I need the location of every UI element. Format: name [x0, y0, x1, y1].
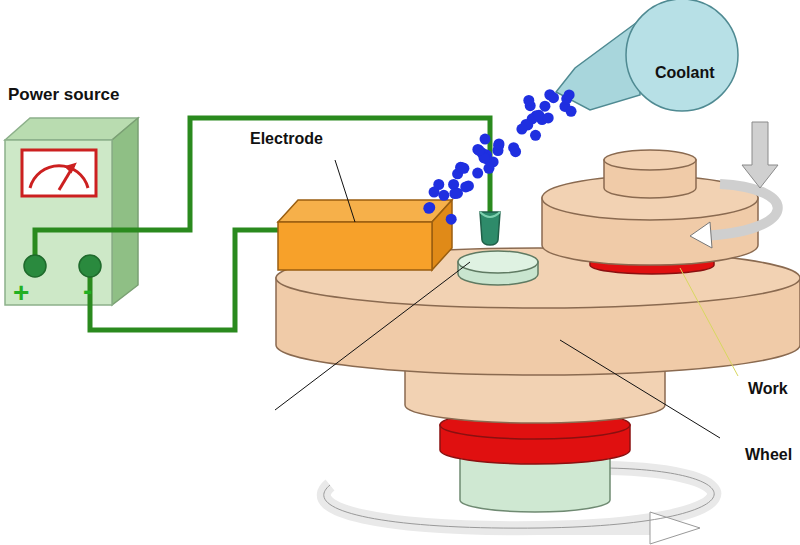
coolant-drop: [474, 145, 485, 156]
coolant-drop: [510, 146, 521, 157]
polarity-sign: -: [83, 276, 92, 307]
part-label: Electrode: [250, 130, 323, 148]
coolant-drop: [548, 92, 559, 103]
leader-line: [275, 262, 470, 410]
coolant-spray: [423, 89, 576, 224]
coolant-drop: [493, 138, 504, 149]
feed-arrow: [742, 122, 778, 188]
work-holder: [542, 150, 758, 274]
coolant-drop: [472, 168, 483, 179]
coolant-drop: [530, 130, 541, 141]
coolant-drop: [566, 106, 577, 117]
wheel-hub: [458, 251, 538, 285]
coolant-drop: [424, 202, 435, 213]
coolant-drop: [539, 101, 550, 112]
electrode-block: [278, 200, 452, 270]
electrode-leader-line: [335, 160, 355, 222]
brush-contact: [480, 212, 500, 245]
polarity-sign: +: [13, 278, 29, 309]
coolant-drop: [438, 190, 449, 201]
positive-terminal: [24, 255, 46, 277]
coolant-drop: [423, 203, 434, 214]
coolant-drop: [457, 162, 468, 173]
coolant-drop: [433, 179, 444, 190]
power-source-box: [5, 118, 138, 305]
coolant-drop: [543, 112, 554, 123]
rotation-arrowhead: [650, 512, 700, 544]
wheel-leader-line: [560, 340, 720, 438]
work-leader-line: [680, 268, 738, 376]
coolant-drop: [523, 95, 534, 106]
negative-terminal: [79, 255, 101, 277]
coolant-drop: [516, 124, 527, 135]
coolant-drop: [564, 89, 575, 100]
coolant-drop: [446, 214, 457, 225]
coolant-drop: [533, 110, 544, 121]
coolant-drop: [452, 188, 463, 199]
part-label: Work: [748, 380, 788, 398]
part-label: Power source: [8, 86, 120, 105]
coolant-drop: [483, 163, 494, 174]
coolant-nozzle: [556, 0, 738, 111]
coolant-drop: [480, 134, 491, 145]
part-label: Coolant: [655, 64, 715, 82]
work-rotation-arrow: [700, 184, 778, 236]
part-label: Wheel: [745, 446, 792, 464]
